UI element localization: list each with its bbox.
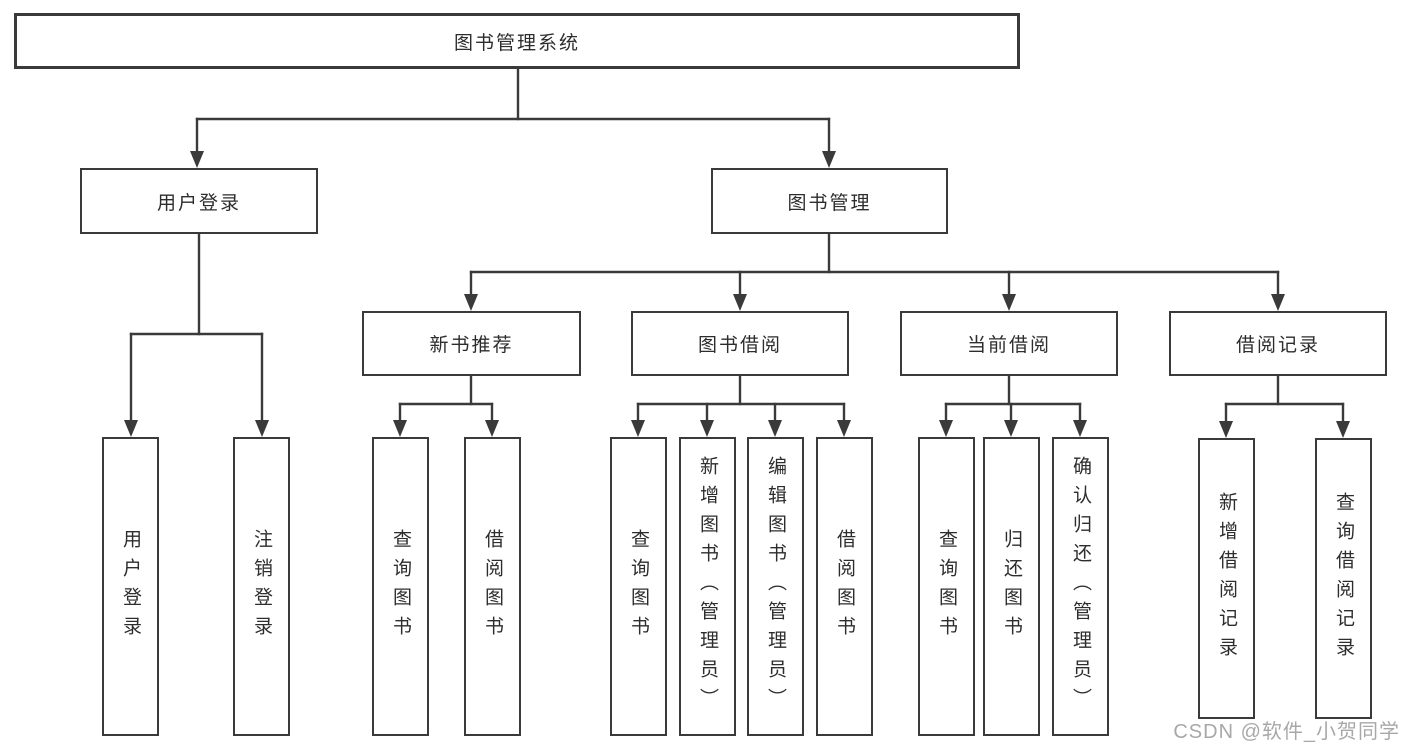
node-user-login-label: 用户登录 [156, 192, 241, 214]
node-leaf-borrow-book-1-label: 借阅图书 [482, 528, 503, 645]
node-book-borrow-label: 图书借阅 [697, 335, 782, 356]
node-leaf-query-borrow-record: 查询借阅记录 [1315, 438, 1372, 719]
node-book-management: 图书管理 [711, 168, 948, 234]
node-leaf-query-book-3-label: 查询图书 [936, 528, 957, 645]
node-book-borrow: 图书借阅 [631, 311, 849, 376]
node-leaf-user-login: 用户登录 [102, 437, 159, 736]
node-leaf-logout: 注销登录 [233, 437, 290, 736]
node-leaf-edit-book-admin: 编辑图书（管理员） [747, 437, 804, 736]
node-root-label: 图书管理系统 [453, 32, 580, 54]
node-leaf-add-book-admin-label: 新增图书（管理员） [697, 456, 718, 717]
node-leaf-query-book-1: 查询图书 [372, 437, 429, 736]
node-current-borrow-label: 当前借阅 [966, 335, 1051, 356]
node-root: 图书管理系统 [14, 13, 1020, 69]
node-leaf-edit-book-admin-label: 编辑图书（管理员） [765, 456, 786, 717]
node-leaf-query-borrow-record-label: 查询借阅记录 [1333, 491, 1354, 666]
node-leaf-add-borrow-record: 新增借阅记录 [1198, 438, 1255, 719]
node-leaf-confirm-return-admin: 确认归还（管理员） [1052, 437, 1109, 736]
node-leaf-return-book: 归还图书 [983, 437, 1040, 736]
node-leaf-borrow-book-1: 借阅图书 [464, 437, 521, 736]
node-leaf-logout-label: 注销登录 [251, 528, 272, 645]
node-leaf-borrow-book-2: 借阅图书 [816, 437, 873, 736]
node-book-management-label: 图书管理 [787, 192, 872, 214]
node-current-borrow: 当前借阅 [900, 311, 1118, 376]
node-leaf-add-book-admin: 新增图书（管理员） [679, 437, 736, 736]
node-user-login: 用户登录 [80, 168, 318, 234]
node-leaf-confirm-return-admin-label: 确认归还（管理员） [1070, 456, 1091, 717]
node-borrow-record-label: 借阅记录 [1235, 335, 1320, 356]
node-new-book-recommend-label: 新书推荐 [429, 335, 514, 356]
node-borrow-record: 借阅记录 [1169, 311, 1387, 376]
node-leaf-query-book-2: 查询图书 [610, 437, 667, 736]
node-leaf-query-book-2-label: 查询图书 [628, 528, 649, 645]
node-leaf-return-book-label: 归还图书 [1001, 528, 1022, 645]
node-leaf-query-book-3: 查询图书 [918, 437, 975, 736]
node-new-book-recommend: 新书推荐 [362, 311, 581, 376]
node-leaf-user-login-label: 用户登录 [120, 528, 141, 645]
csdn-watermark: CSDN @软件_小贺同学 [1173, 721, 1400, 743]
node-leaf-add-borrow-record-label: 新增借阅记录 [1216, 491, 1237, 666]
node-leaf-borrow-book-2-label: 借阅图书 [834, 528, 855, 645]
node-leaf-query-book-1-label: 查询图书 [390, 528, 411, 645]
